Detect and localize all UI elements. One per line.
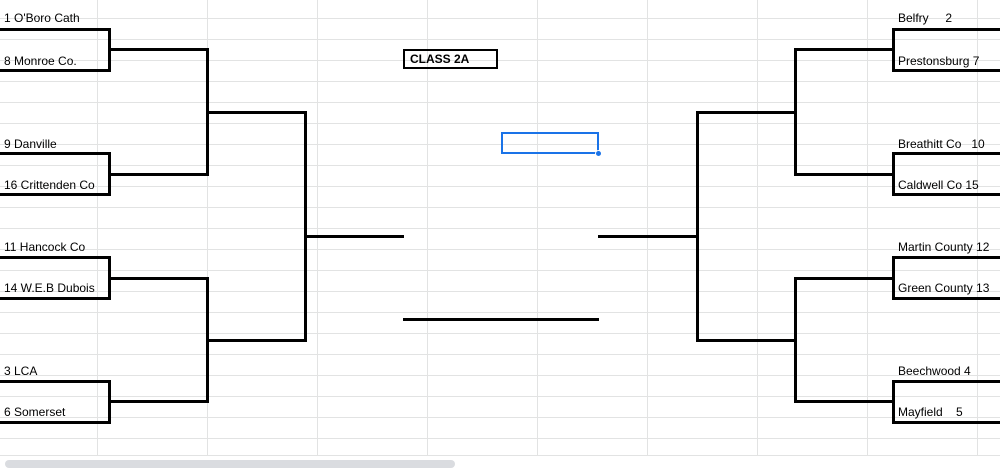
right-r1-line-3 bbox=[892, 152, 1000, 155]
right-r3-line-2 bbox=[696, 339, 797, 342]
right-team-8[interactable]: Mayfield 5 bbox=[898, 405, 963, 419]
right-r2-line-3 bbox=[794, 277, 895, 280]
left-r2-line-1 bbox=[108, 48, 209, 51]
left-r1-line-7 bbox=[0, 380, 111, 383]
left-team-8[interactable]: 6 Somerset bbox=[4, 405, 66, 419]
right-r3-connector bbox=[696, 111, 699, 342]
left-r2-line-2 bbox=[108, 173, 209, 176]
left-r1-line-5 bbox=[0, 256, 111, 259]
right-team-7[interactable]: Beechwood 4 bbox=[898, 364, 971, 378]
right-r1-line-2 bbox=[892, 69, 1000, 72]
right-r1-line-8 bbox=[892, 421, 1000, 424]
right-r2-line-2 bbox=[794, 173, 895, 176]
right-r1-line-4 bbox=[892, 193, 1000, 196]
left-r2-line-4 bbox=[108, 400, 209, 403]
left-r1-line-6 bbox=[0, 297, 111, 300]
right-team-3[interactable]: Breathitt Co 10 bbox=[898, 137, 985, 151]
left-r1-line-4 bbox=[0, 193, 111, 196]
selected-cell[interactable] bbox=[501, 132, 599, 154]
championship-line bbox=[403, 318, 599, 321]
right-r2-line-4 bbox=[794, 400, 895, 403]
left-r3-line-1 bbox=[206, 111, 307, 114]
left-team-3[interactable]: 9 Danville bbox=[4, 137, 57, 151]
left-team-2[interactable]: 8 Monroe Co. bbox=[4, 54, 77, 68]
left-team-4[interactable]: 16 Crittenden Co bbox=[4, 178, 95, 192]
right-r1-line-5 bbox=[892, 256, 1000, 259]
left-r2-line-3 bbox=[108, 277, 209, 280]
left-r1-line-8 bbox=[0, 421, 111, 424]
right-team-5[interactable]: Martin County 12 bbox=[898, 240, 990, 254]
right-r3-line-1 bbox=[696, 111, 797, 114]
class-label[interactable]: CLASS 2A bbox=[403, 49, 498, 69]
left-r3-line-2 bbox=[206, 339, 307, 342]
right-r2-line-1 bbox=[794, 48, 895, 51]
right-r1-line-7 bbox=[892, 380, 1000, 383]
left-semifinal-line bbox=[304, 235, 404, 238]
right-team-6[interactable]: Green County 13 bbox=[898, 281, 990, 295]
left-r1-line-3 bbox=[0, 152, 111, 155]
right-r1-line-6 bbox=[892, 297, 1000, 300]
right-team-1[interactable]: Belfry 2 bbox=[898, 11, 953, 25]
left-r1-line-2 bbox=[0, 69, 111, 72]
right-r1-line-1 bbox=[892, 28, 1000, 31]
left-team-5[interactable]: 11 Hancock Co bbox=[4, 240, 86, 254]
right-team-4[interactable]: Caldwell Co 15 bbox=[898, 178, 979, 192]
left-team-6[interactable]: 14 W.E.B Dubois bbox=[4, 281, 95, 295]
scrollbar-thumb[interactable] bbox=[5, 460, 455, 468]
left-team-7[interactable]: 3 LCA bbox=[4, 364, 38, 378]
fill-handle[interactable] bbox=[595, 150, 602, 157]
left-r3-connector bbox=[304, 111, 307, 342]
left-team-1[interactable]: 1 O'Boro Cath bbox=[4, 11, 80, 25]
right-team-2[interactable]: Prestonsburg 7 bbox=[898, 54, 980, 68]
horizontal-scrollbar[interactable] bbox=[0, 455, 1000, 471]
left-r1-line-1 bbox=[0, 28, 111, 31]
right-semifinal-line bbox=[598, 235, 699, 238]
